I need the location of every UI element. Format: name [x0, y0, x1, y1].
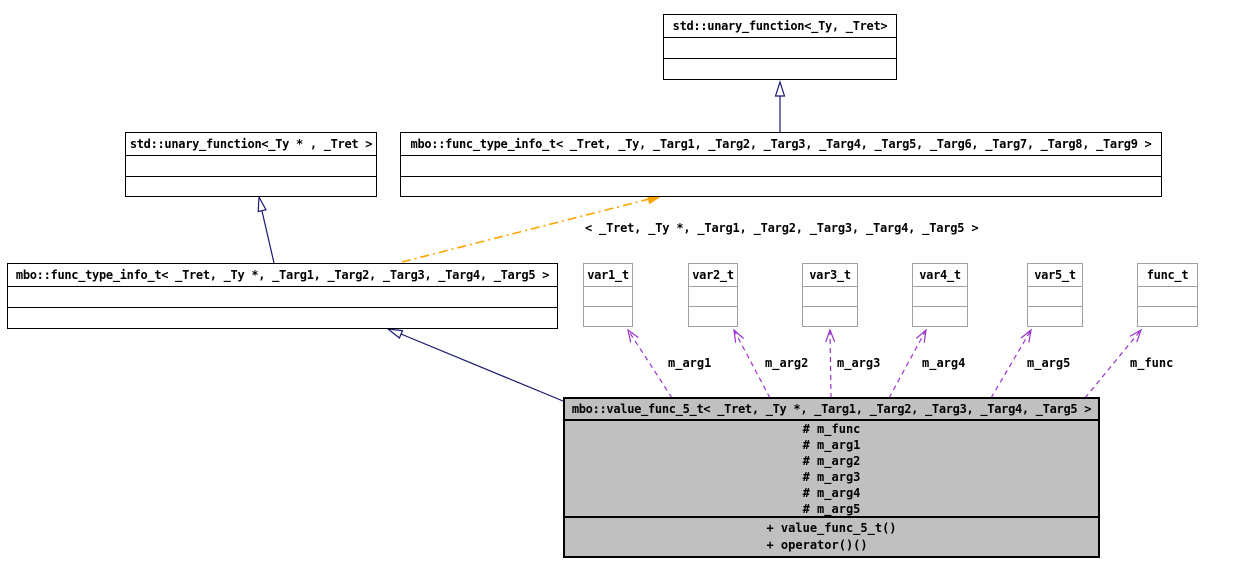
class-title: std::unary_function<_Ty, _Tret>	[664, 15, 896, 38]
attributes-compartment: # m_func # m_arg1 # m_arg2 # m_arg3 # m_…	[565, 421, 1098, 518]
usage-arrowhead-icon	[915, 328, 927, 343]
class-title: mbo::value_func_5_t< _Tret, _Ty *, _Targ…	[565, 399, 1098, 421]
attribute-row: # m_arg1	[802, 437, 861, 452]
inheritance-edge-valuefunc-fti5	[400, 333, 564, 402]
class-title: var1_t	[584, 264, 632, 287]
inheritance-edge-fti5-unary-ptr	[261, 210, 275, 264]
empty-compartment	[126, 177, 376, 197]
class-title: var3_t	[803, 264, 857, 287]
class-title: mbo::func_type_info_t< _Tret, _Ty, _Targ…	[401, 133, 1161, 156]
empty-compartment	[689, 287, 737, 307]
empty-compartment	[584, 287, 632, 307]
empty-compartment	[8, 308, 557, 328]
class-title: std::unary_function<_Ty * , _Tret >	[126, 133, 376, 156]
class-box-std-unary-function[interactable]: std::unary_function<_Ty, _Tret>	[663, 14, 897, 80]
edge-label-m-arg4: m_arg4	[922, 356, 966, 370]
empty-compartment	[126, 156, 376, 177]
inheritance-arrowhead-icon	[257, 194, 267, 213]
method-list: + value_func_5_t() + operator()()	[766, 520, 896, 554]
class-box-var4-t: var4_t	[912, 263, 968, 327]
attribute-list: # m_func # m_arg1 # m_arg2 # m_arg3 # m_…	[803, 421, 861, 517]
empty-compartment	[1138, 307, 1197, 326]
template-args-label: < _Tret, _Ty *, _Targ1, _Targ2, _Targ3, …	[585, 221, 979, 235]
class-box-func-type-info-t5[interactable]: mbo::func_type_info_t< _Tret, _Ty *, _Ta…	[7, 263, 558, 329]
class-box-std-unary-function-ptr[interactable]: std::unary_function<_Ty * , _Tret >	[125, 132, 377, 197]
class-box-var2-t: var2_t	[688, 263, 738, 327]
attribute-row: # m_arg3	[802, 469, 861, 484]
empty-compartment	[584, 307, 632, 326]
class-box-var5-t: var5_t	[1027, 263, 1083, 327]
empty-compartment	[664, 59, 896, 79]
edge-label-m-arg3: m_arg3	[837, 356, 881, 370]
empty-compartment	[401, 156, 1161, 177]
empty-compartment	[1138, 287, 1197, 307]
class-box-func-type-info-t9[interactable]: mbo::func_type_info_t< _Tret, _Ty, _Targ…	[400, 132, 1162, 197]
empty-compartment	[803, 287, 857, 307]
usage-arrowhead-icon	[1129, 328, 1143, 343]
class-title: func_t	[1138, 264, 1197, 287]
class-title: mbo::func_type_info_t< _Tret, _Ty *, _Ta…	[8, 264, 557, 287]
inheritance-arrowhead-icon	[774, 80, 786, 97]
usage-arrowhead-icon	[627, 328, 639, 343]
empty-compartment	[1028, 287, 1082, 307]
usage-edge-m-arg1	[627, 329, 673, 399]
empty-compartment	[913, 307, 967, 326]
usage-arrowhead-icon	[825, 328, 836, 343]
empty-compartment	[401, 177, 1161, 197]
usage-arrowhead-icon	[733, 328, 744, 343]
usage-edge-m-arg4	[888, 329, 927, 399]
class-box-var1-t: var1_t	[583, 263, 633, 327]
empty-compartment	[803, 307, 857, 326]
class-title: var5_t	[1028, 264, 1082, 287]
edge-label-m-arg1: m_arg1	[668, 356, 712, 370]
empty-compartment	[664, 38, 896, 59]
class-box-func-t: func_t	[1137, 263, 1198, 327]
edge-label-m-arg5: m_arg5	[1027, 356, 1071, 370]
empty-compartment	[913, 287, 967, 307]
attribute-row: # m_arg4	[802, 485, 861, 500]
empty-compartment	[1028, 307, 1082, 326]
empty-compartment	[689, 307, 737, 326]
attribute-row: # m_func	[802, 421, 861, 436]
attribute-row: # m_arg5	[802, 501, 861, 516]
class-title: var2_t	[689, 264, 737, 287]
class-title: var4_t	[913, 264, 967, 287]
class-box-value-func-5-t: mbo::value_func_5_t< _Tret, _Ty *, _Targ…	[563, 397, 1100, 558]
edge-label-m-func: m_func	[1130, 356, 1174, 370]
usage-edge-m-arg3	[829, 329, 832, 399]
inheritance-arrowhead-icon	[385, 328, 404, 339]
class-box-var3-t: var3_t	[802, 263, 858, 327]
methods-compartment: + value_func_5_t() + operator()()	[565, 518, 1098, 556]
empty-compartment	[8, 287, 557, 308]
method-row: + operator()()	[766, 538, 868, 552]
usage-edge-m-arg5	[990, 329, 1032, 399]
usage-arrowhead-icon	[1020, 328, 1032, 343]
attribute-row: # m_arg2	[802, 453, 861, 468]
method-row: + value_func_5_t()	[766, 521, 897, 535]
edge-label-m-arg2: m_arg2	[765, 356, 809, 370]
